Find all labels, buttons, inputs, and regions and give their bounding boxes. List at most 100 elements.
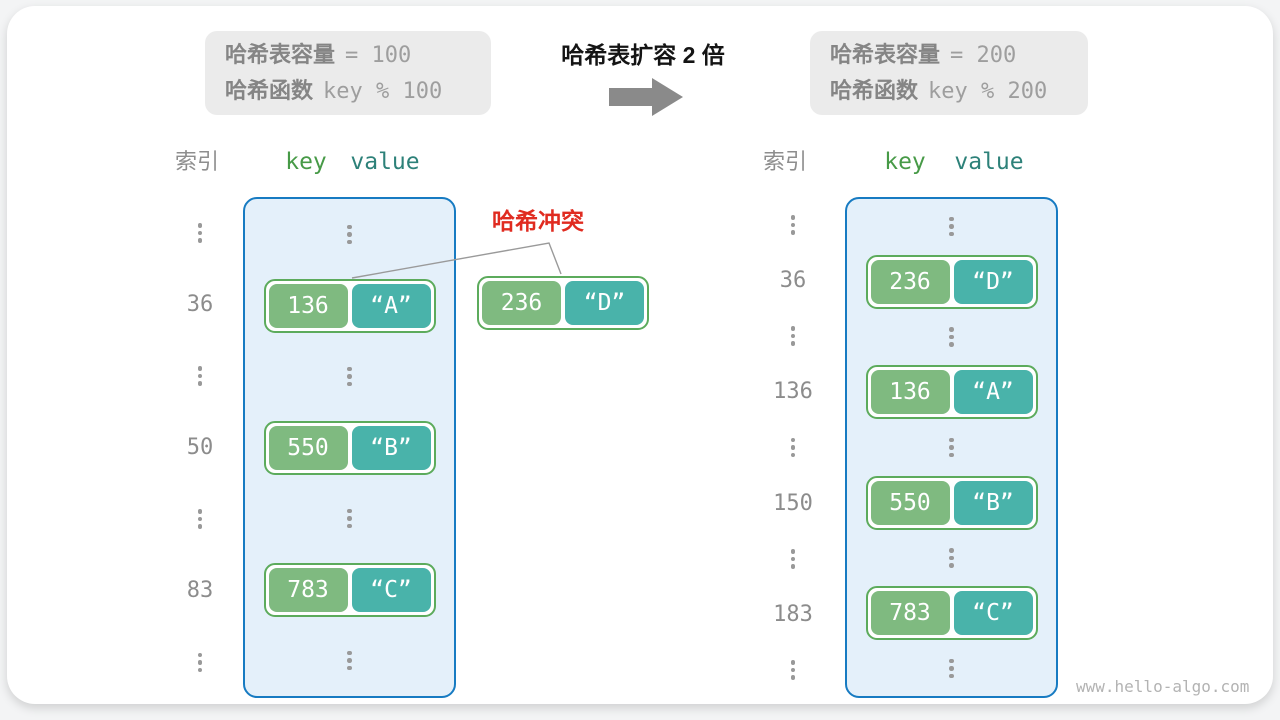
index-label-row: 36 bbox=[168, 269, 232, 341]
right-arrow-icon bbox=[609, 78, 683, 116]
ellipsis-icon bbox=[790, 549, 796, 569]
index-label: 136 bbox=[773, 379, 813, 405]
pair-key: 783 bbox=[268, 567, 348, 612]
colliding-kv-pair: 236 “D” bbox=[477, 276, 649, 330]
bucket-ellipsis bbox=[245, 483, 454, 554]
diagram-card bbox=[7, 6, 1273, 704]
index-label: 36 bbox=[186, 291, 214, 317]
hash-table-after: 236 “D” 136 “A” 550 “B” 783 “C” bbox=[845, 197, 1058, 698]
bucket-row: 136 “A” bbox=[847, 365, 1056, 420]
kv-pair: 136 “A” bbox=[263, 278, 436, 333]
pair-value: “D” bbox=[565, 281, 644, 325]
index-label-row: 36 bbox=[761, 253, 825, 309]
bucket-ellipsis bbox=[245, 199, 454, 270]
bucket-row: 550 “B” bbox=[245, 412, 454, 483]
left-header-value: value bbox=[350, 149, 420, 175]
pair-value: “C” bbox=[351, 567, 431, 612]
capacity-line: 哈希表容量= 200 bbox=[830, 38, 1070, 72]
pair-key: 236 bbox=[482, 281, 561, 325]
kv-pair: 783 “C” bbox=[263, 562, 436, 617]
index-label: 36 bbox=[779, 268, 807, 293]
kv-pair: 783 “C” bbox=[865, 586, 1038, 641]
pair-key: 136 bbox=[268, 283, 348, 328]
index-label-row: 50 bbox=[168, 412, 232, 484]
ellipsis-icon bbox=[790, 660, 796, 680]
kv-pair: 136 “A” bbox=[865, 365, 1038, 420]
hash-fn-label: 哈希函数 bbox=[225, 78, 314, 103]
pair-key: 783 bbox=[870, 591, 950, 636]
ellipsis-icon bbox=[949, 658, 954, 679]
index-ellipsis bbox=[168, 340, 232, 412]
index-ellipsis bbox=[168, 626, 232, 698]
bucket-ellipsis bbox=[847, 309, 1056, 364]
bucket-row: 236 “D” bbox=[847, 254, 1056, 309]
collision-connector-lines bbox=[351, 242, 562, 279]
index-label: 50 bbox=[186, 435, 214, 461]
bucket-ellipsis bbox=[847, 420, 1056, 475]
right-header-value: value bbox=[954, 149, 1024, 175]
bucket-ellipsis bbox=[245, 341, 454, 412]
bucket-ellipsis bbox=[847, 199, 1056, 254]
pair-value: “A” bbox=[351, 283, 431, 328]
ellipsis-icon bbox=[197, 366, 203, 386]
right-header-key: key bbox=[884, 149, 926, 175]
index-label: 150 bbox=[773, 490, 813, 516]
index-label: 183 bbox=[773, 602, 813, 628]
ellipsis-icon bbox=[949, 548, 954, 568]
bucket-row: 136 “A” bbox=[245, 270, 454, 341]
pair-key: 550 bbox=[268, 425, 348, 470]
capacity-box-before: 哈希表容量 = 100 哈希函数 key % 100 bbox=[205, 31, 491, 115]
ellipsis-icon bbox=[197, 652, 203, 672]
capacity-label: 哈希表容量 bbox=[830, 42, 941, 67]
bucket-ellipsis bbox=[847, 530, 1056, 585]
collision-label: 哈希冲突 bbox=[492, 208, 584, 234]
bucket-row: 550 “B” bbox=[847, 475, 1056, 530]
index-ellipsis bbox=[761, 197, 825, 253]
pair-value: “D” bbox=[953, 259, 1033, 304]
index-ellipsis bbox=[761, 642, 825, 698]
ellipsis-icon bbox=[790, 437, 796, 458]
index-ellipsis bbox=[168, 197, 232, 269]
index-label-row: 150 bbox=[761, 475, 825, 531]
ellipsis-icon bbox=[197, 509, 203, 529]
hash-fn-code: key % 100 bbox=[323, 79, 443, 104]
kv-pair: 550 “B” bbox=[263, 420, 436, 475]
index-label-row: 83 bbox=[168, 555, 232, 627]
pair-value: “A” bbox=[953, 370, 1033, 415]
ellipsis-icon bbox=[347, 650, 352, 671]
pair-key: 236 bbox=[870, 259, 950, 304]
watermark: www.hello-algo.com bbox=[1076, 677, 1250, 696]
left-header-index: 索引 bbox=[174, 149, 219, 174]
hash-table-before: 136 “A” 550 “B” 783 “C” bbox=[243, 197, 456, 698]
hash-fn-line: 哈希函数 key % 100 bbox=[225, 74, 473, 108]
ellipsis-icon bbox=[347, 508, 352, 529]
expand-title: 哈希表扩容 2 倍 bbox=[561, 42, 725, 68]
left-header-key: key bbox=[285, 149, 327, 175]
index-ellipsis bbox=[761, 531, 825, 587]
bucket-ellipsis bbox=[847, 641, 1056, 696]
bucket-row: 783 “C” bbox=[847, 586, 1056, 641]
index-ellipsis bbox=[761, 420, 825, 476]
ellipsis-icon bbox=[949, 437, 954, 458]
arrow-tail bbox=[609, 88, 652, 106]
pair-value: “B” bbox=[953, 480, 1033, 525]
arrow-head bbox=[652, 78, 683, 116]
pair-value: “C” bbox=[953, 591, 1033, 636]
right-header-index: 索引 bbox=[762, 149, 807, 174]
capacity-code: = 100 bbox=[345, 43, 412, 68]
ellipsis-icon bbox=[949, 216, 954, 237]
capacity-label: 哈希表容量 bbox=[225, 42, 336, 67]
pair-key: 550 bbox=[870, 480, 950, 525]
pair-key: 136 bbox=[870, 370, 950, 415]
pair-value: “B” bbox=[351, 425, 431, 470]
ellipsis-icon bbox=[790, 215, 796, 235]
kv-pair: 236 “D” bbox=[865, 254, 1038, 309]
kv-pair: 550 “B” bbox=[865, 475, 1038, 530]
hash-fn-code: key % 200 bbox=[928, 79, 1048, 104]
ellipsis-icon bbox=[197, 223, 203, 243]
ellipsis-icon bbox=[347, 224, 352, 245]
index-ellipsis bbox=[168, 483, 232, 555]
ellipsis-icon bbox=[949, 327, 954, 347]
